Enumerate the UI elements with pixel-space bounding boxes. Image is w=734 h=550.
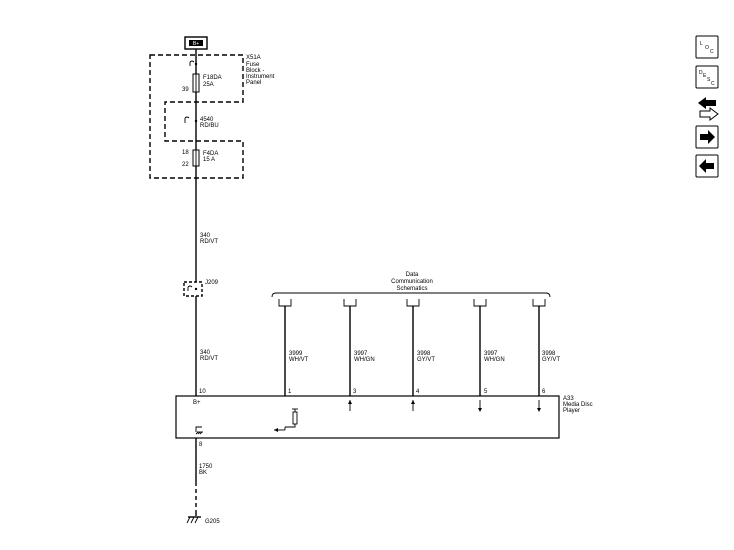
wire-340-lower-color: RD/VT	[200, 356, 218, 362]
svg-text:C: C	[710, 49, 714, 55]
svg-text:3997: 3997	[484, 351, 498, 357]
svg-text:C: C	[711, 81, 715, 87]
svg-text:4: 4	[416, 389, 420, 395]
battery-power-source: B+	[184, 36, 208, 50]
fuse-2-pin-top: 18	[182, 150, 189, 156]
svg-text:3998: 3998	[542, 351, 556, 357]
data-comm-line-1: Data	[406, 272, 419, 278]
pin5-output-arrow-icon	[478, 400, 482, 412]
svg-text:GY/VT: GY/VT	[417, 357, 435, 363]
svg-text:3997: 3997	[354, 351, 368, 357]
previous-page-button[interactable]	[695, 154, 719, 178]
data-wire-5: 3997 WH/GN 5	[473, 299, 505, 396]
svg-text:3999: 3999	[289, 351, 303, 357]
fuse-1-rating: 25A	[203, 82, 214, 88]
arrow-left-icon	[699, 159, 714, 173]
fuse-block-outline	[149, 54, 244, 179]
fuse-block-name-4: Panel	[246, 80, 261, 86]
fuse-2-rating: 15 A	[203, 157, 215, 163]
wire-4540-color: RD/BU	[200, 123, 219, 129]
module-ref: A33	[563, 396, 574, 402]
data-comm-bracket	[271, 292, 551, 298]
arrow-right-icon	[700, 130, 715, 144]
module-a33-box	[175, 395, 560, 439]
splice-j209-box	[183, 281, 203, 297]
pin1-terminator-icon	[274, 408, 298, 432]
swap-right-arrow-icon	[699, 107, 719, 121]
wire-1750-color: BK	[199, 470, 207, 476]
module-bplus-label: B+	[193, 400, 201, 406]
fuse-block-name-1: Fuse	[246, 62, 260, 68]
svg-text:1: 1	[288, 389, 292, 395]
pin3-input-arrow-icon	[348, 400, 352, 411]
module-ground-pin: 8	[199, 442, 203, 448]
module-name-2: Player	[563, 408, 580, 414]
svg-text:E: E	[703, 73, 707, 79]
ground-ref: G205	[205, 519, 220, 525]
fuse-block-name-2: Block -	[246, 68, 264, 74]
splice-connector-icon	[187, 285, 193, 288]
next-page-button[interactable]	[695, 125, 719, 149]
fuse-block-name-3: Instrument	[246, 74, 275, 80]
svg-text:L: L	[700, 41, 703, 47]
pin4-input-arrow-icon	[411, 400, 415, 411]
splice-ref: J209	[205, 280, 219, 286]
data-wire-4: 3998 GY/VT 4	[406, 299, 435, 396]
location-view-button[interactable]: L O C	[695, 35, 719, 59]
power-label: B+	[193, 41, 199, 47]
fuse-1-id: F18DA	[203, 75, 222, 81]
pin6-output-arrow-icon	[537, 400, 541, 412]
svg-text:O: O	[705, 45, 709, 51]
data-comm-line-3: Schematics	[396, 286, 427, 292]
svg-text:3998: 3998	[417, 351, 431, 357]
swap-arrows-button[interactable]	[698, 97, 719, 121]
wire-4540-num: 4540	[200, 117, 214, 123]
wire-340-lower-num: 340	[200, 350, 211, 356]
wire-340-upper-color: RD/VT	[200, 239, 218, 245]
data-wire-6: 3998 GY/VT 6	[532, 299, 560, 396]
fuse-block-ref: X51A	[246, 55, 261, 61]
svg-text:WH/GN: WH/GN	[484, 357, 505, 363]
svg-text:D: D	[699, 70, 703, 76]
svg-text:6: 6	[542, 389, 546, 395]
svg-text:GY/VT: GY/VT	[542, 357, 560, 363]
wire-340-upper-num: 340	[200, 233, 211, 239]
ground-g205-icon	[186, 516, 201, 524]
data-wire-3: 3997 WH/GN 3	[343, 299, 375, 396]
data-wire-1: 3999 WH/VT 1	[278, 299, 309, 396]
svg-text:WH/GN: WH/GN	[354, 357, 375, 363]
svg-text:S: S	[707, 77, 711, 83]
description-view-button[interactable]: D E S C	[695, 65, 719, 89]
fuse-1-pin: 39	[182, 87, 189, 93]
wire-1750-num: 1750	[199, 464, 213, 470]
module-bplus-pin: 10	[199, 389, 206, 395]
svg-text:5: 5	[484, 389, 488, 395]
svg-text:3: 3	[353, 389, 357, 395]
data-comm-line-2: Communication	[391, 279, 433, 285]
module-ground-icon	[195, 426, 203, 435]
fuse-2-pin-bottom: 22	[182, 162, 189, 168]
module-name-1: Media Disc	[563, 402, 593, 408]
svg-text:WH/VT: WH/VT	[289, 357, 309, 363]
fuse-2-id: F4DA	[203, 151, 218, 157]
swap-left-arrow-icon	[698, 97, 716, 109]
